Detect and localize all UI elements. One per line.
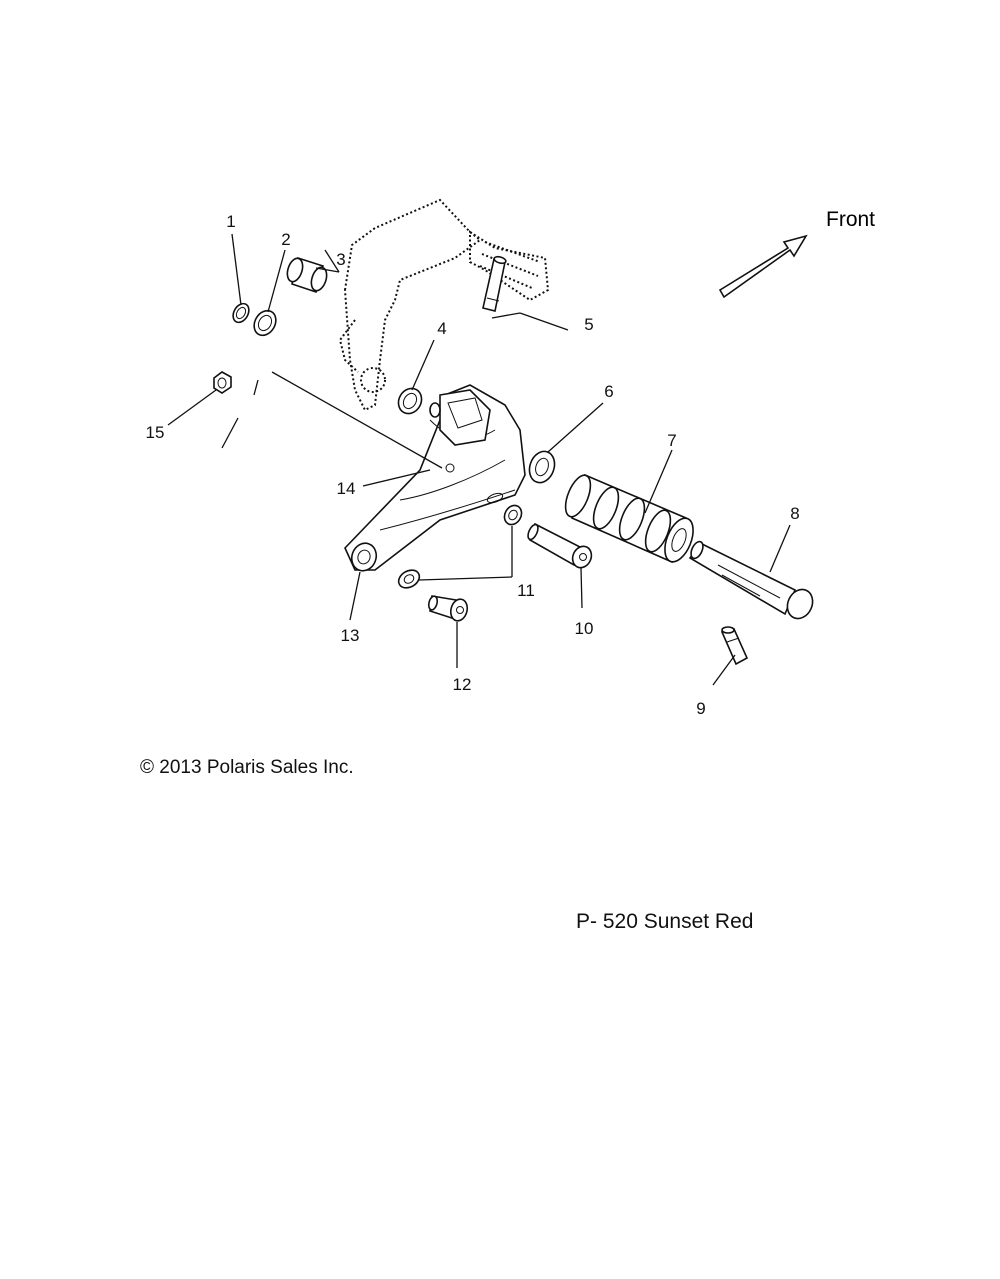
- bolt-icon: [427, 595, 469, 622]
- nut-icon: [213, 371, 232, 394]
- callout-5: 5: [584, 315, 593, 334]
- callout-2: 2: [281, 230, 290, 249]
- plate-label: P- 520 Sunset Red: [576, 910, 754, 933]
- bolt-icon: [527, 522, 593, 569]
- callout-10: 10: [575, 619, 594, 638]
- washer-icon: [503, 504, 523, 526]
- brake-pedal-icon: [338, 198, 550, 412]
- retaining-clip-icon: [232, 302, 250, 324]
- washer-icon: [528, 450, 556, 484]
- washer-icon: [397, 387, 423, 415]
- callout-4: 4: [437, 319, 446, 338]
- callout-13: 13: [341, 626, 360, 645]
- callout-11: 11: [517, 581, 535, 600]
- callout-12: 12: [453, 675, 472, 694]
- callout-7: 7: [667, 431, 676, 450]
- pin-icon: [482, 255, 507, 312]
- front-arrow-icon: [718, 234, 808, 299]
- footpeg-shaft-icon: [688, 540, 814, 620]
- callout-8: 8: [790, 504, 799, 523]
- callout-3: 3: [336, 250, 345, 269]
- callout-6: 6: [604, 382, 613, 401]
- front-label: Front: [826, 208, 875, 231]
- callout-1: 1: [226, 212, 235, 231]
- callout-14: 14: [337, 479, 356, 498]
- washer-icon: [397, 569, 421, 589]
- callout-9: 9: [696, 699, 705, 718]
- footpeg-bracket-icon: [344, 384, 526, 572]
- callout-15: 15: [146, 423, 165, 442]
- washer-icon: [253, 309, 277, 337]
- copyright-notice: © 2013 Polaris Sales Inc.: [140, 757, 354, 778]
- footpeg-rubber-icon: [564, 473, 694, 564]
- set-pin-icon: [720, 626, 749, 666]
- bushing-icon: [286, 256, 328, 294]
